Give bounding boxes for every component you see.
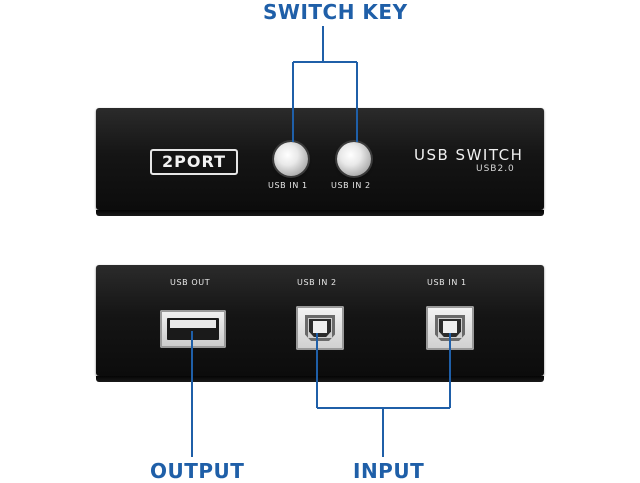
switch-key-callout: SWITCH KEY — [263, 0, 408, 24]
input-callout: INPUT — [353, 459, 425, 483]
switch-button-2[interactable] — [337, 142, 371, 176]
brand-subtitle: USB2.0 — [476, 164, 515, 174]
switch-back-panel: USB OUT USB IN 2 USB IN 1 — [96, 265, 544, 382]
usb-in-1-label: USB IN 1 — [427, 278, 467, 287]
output-callout: OUTPUT — [150, 459, 245, 483]
usb-in-2-label: USB IN 2 — [297, 278, 337, 287]
brand-label: USB SWITCH — [414, 146, 524, 164]
button-1-label: USB IN 1 — [268, 181, 308, 190]
usb-b-port-icon — [296, 306, 344, 350]
switch-front-panel: 2PORT USB IN 1 USB IN 2 USB SWITCH USB2.… — [96, 108, 544, 216]
button-2-label: USB IN 2 — [331, 181, 371, 190]
usb-out-label: USB OUT — [170, 278, 211, 287]
port-count-badge: 2PORT — [150, 149, 238, 175]
switch-button-1[interactable] — [274, 142, 308, 176]
